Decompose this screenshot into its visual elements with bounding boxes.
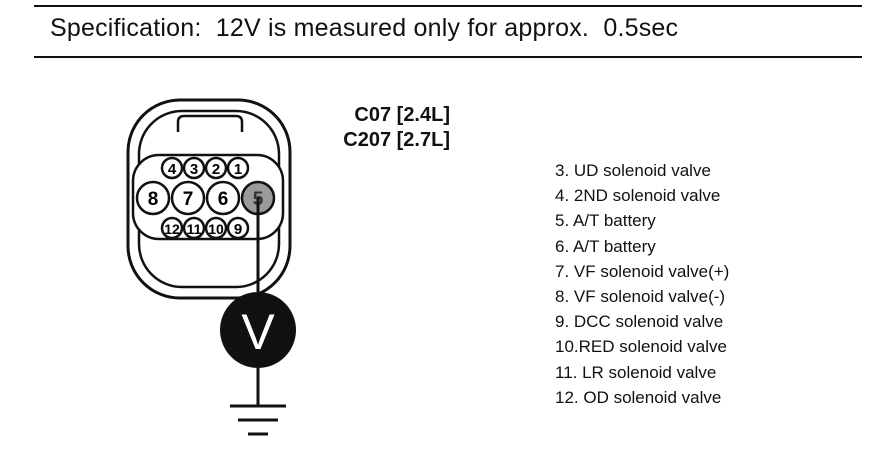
connector-code-2-7l: C207 [2.7L] — [343, 129, 450, 151]
pin-description-12: 12. OD solenoid valve — [555, 387, 722, 407]
pin-label-6: 6 — [218, 189, 229, 210]
pin-label-2: 2 — [212, 161, 220, 178]
pin-1 — [226, 156, 250, 180]
pin-label-4: 4 — [168, 161, 177, 178]
pin-2 — [204, 156, 228, 180]
voltmeter-icon — [220, 292, 296, 368]
pin-description-3: 3. UD solenoid valve — [555, 161, 711, 180]
pin-label-12: 12 — [164, 221, 180, 237]
pin-4 — [160, 156, 184, 180]
pin-label-3: 3 — [190, 161, 198, 178]
pin-description-4: 4. 2ND solenoid valve — [555, 186, 721, 206]
pin-row-top: 4 3 2 1 — [160, 156, 250, 180]
ground-icon — [230, 404, 286, 436]
pin-label-1: 1 — [234, 161, 242, 178]
pin-label-7: 7 — [183, 189, 194, 210]
pin-label-8: 8 — [148, 189, 159, 210]
pin-label-9: 9 — [234, 221, 242, 238]
bottom-rule — [34, 56, 862, 58]
pin-9 — [226, 216, 250, 240]
pin-6 — [205, 180, 241, 216]
pin-description-10: 10.RED solenoid valve — [555, 337, 727, 357]
pin-row-bottom: 12 11 10 9 — [160, 216, 250, 240]
pin-description-7: 7. VF solenoid valve(+) — [555, 261, 730, 281]
pin-description-5: 5. A/T battery — [555, 211, 656, 231]
connector-codes: C07 [2.4L] C207 [2.7L] — [300, 103, 450, 153]
pin-8 — [135, 180, 171, 216]
pin-description-8: 8. VF solenoid valve(-) — [555, 287, 726, 307]
pin-3 — [182, 156, 206, 180]
pin-label-10: 10 — [208, 221, 224, 237]
pin-7 — [170, 180, 206, 216]
pin-10 — [204, 216, 228, 240]
specification-text: Specification: 12V is measured only for … — [50, 14, 679, 42]
pin-description-6: 6. A/T battery — [555, 236, 656, 256]
voltmeter-symbol: V — [241, 304, 275, 360]
connector-code-2-4l: C07 [2.4L] — [354, 104, 450, 126]
connector-lock-tab — [176, 114, 244, 132]
pin-description-9: 9. DCC solenoid valve — [555, 312, 724, 332]
pin-description-11: 11. LR solenoid valve — [555, 362, 717, 382]
pin-11 — [182, 216, 206, 240]
pin-description-list: 3. UD solenoid valve 4. 2ND solenoid val… — [555, 158, 729, 410]
pin-label-11: 11 — [187, 221, 202, 237]
pin-12 — [160, 216, 184, 240]
top-rule — [34, 5, 862, 7]
